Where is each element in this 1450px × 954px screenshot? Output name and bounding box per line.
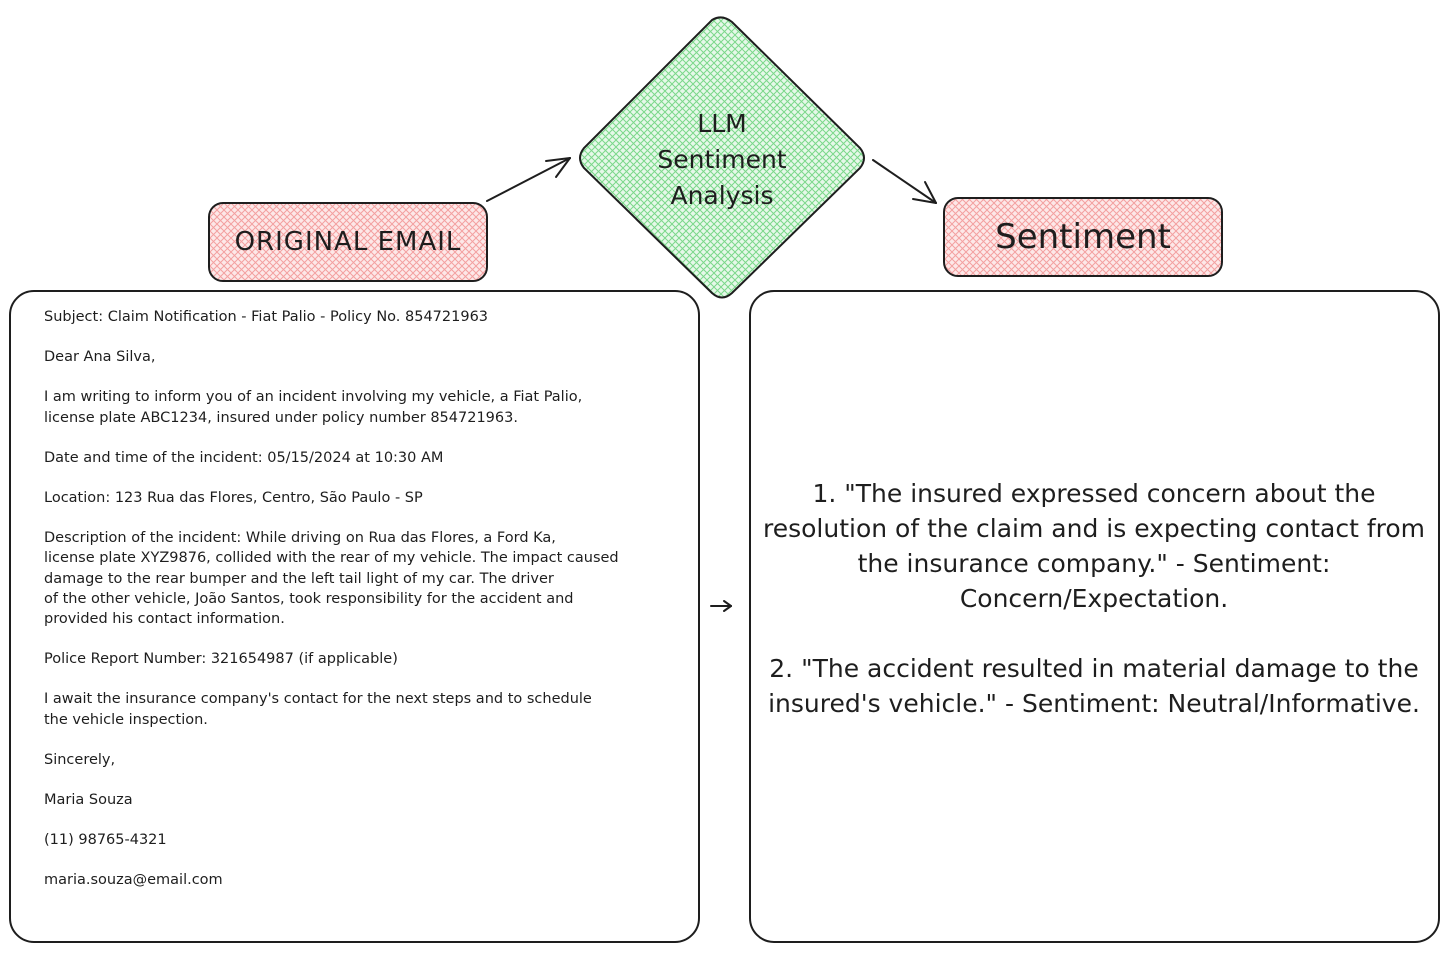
email-phone: (11) 98765-4321 (44, 832, 167, 849)
email-container (9, 290, 700, 943)
email-police-report: Police Report Number: 321654987 (if appl… (44, 651, 398, 668)
llm-label-line-3: Analysis (670, 181, 774, 210)
email-datetime: Date and time of the incident: 05/15/202… (44, 449, 444, 466)
email-body: Subject: Claim Notification - Fiat Palio… (44, 307, 684, 911)
sentiment-item-2: 2. "The accident resulted in material da… (768, 654, 1420, 718)
original-email-label: ORIGINAL EMAIL (234, 227, 462, 257)
llm-diamond (579, 16, 865, 299)
arrow-llm-to-sentiment (872, 159, 937, 204)
email-await: I await the insurance company's contact … (44, 691, 592, 728)
email-sender-name: Maria Souza (44, 792, 133, 809)
email-closing: Sincerely, (44, 751, 116, 768)
original-email-label-box (208, 202, 488, 282)
email-subject: Subject: Claim Notification - Fiat Palio… (44, 309, 489, 325)
llm-label-line-1: LLM (697, 109, 747, 138)
sentiment-label-box (943, 197, 1223, 277)
sentiment-container (749, 290, 1440, 943)
sentiment-label: Sentiment (995, 217, 1171, 257)
llm-label-line-2: Sentiment (657, 145, 787, 174)
sentiment-item-1: 1. "The insured expressed concern about … (762, 479, 1426, 613)
sentiment-results: 1. "The insured expressed concern about … (752, 476, 1436, 756)
email-location: Location: 123 Rua das Flores, Centro, Sã… (44, 490, 423, 507)
email-greeting: Dear Ana Silva, (44, 349, 156, 366)
llm-sentiment-analysis-label: LLM Sentiment Analysis (606, 100, 838, 220)
email-address: maria.souza@email.com (44, 872, 223, 889)
email-description: Description of the incident: While drivi… (44, 530, 619, 628)
email-intro: I am writing to inform you of an inciden… (44, 389, 583, 426)
arrow-email-to-llm (486, 157, 571, 202)
arrow-email-to-output (710, 600, 732, 612)
